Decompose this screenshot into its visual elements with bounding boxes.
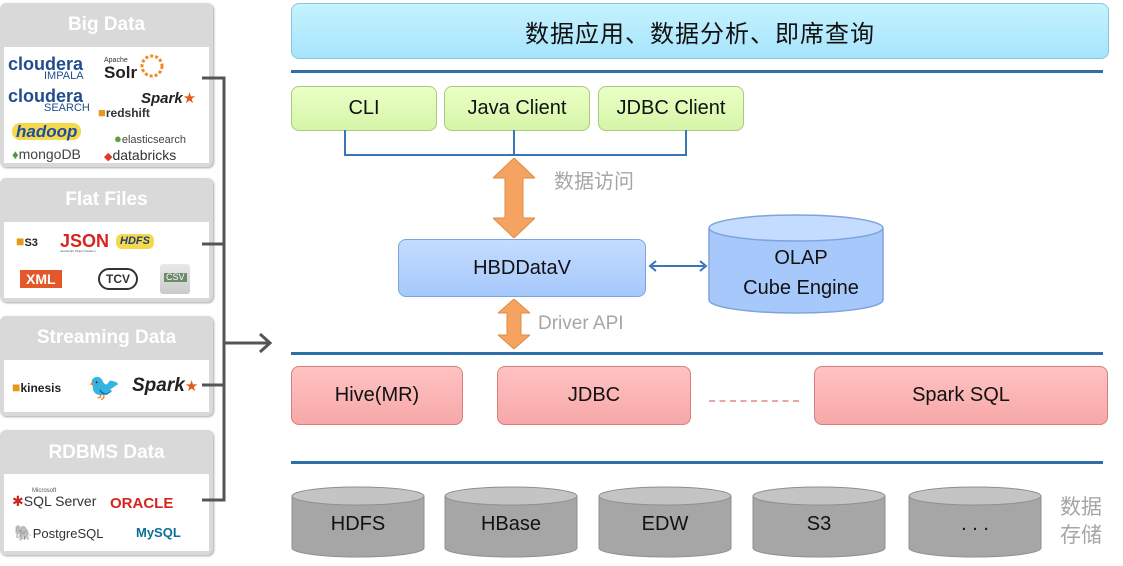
- rdbms-data-panel: RDBMS Data Microsoft ✱SQL Server ORACLE …: [0, 430, 213, 555]
- storage-label-line2: 存储: [1060, 524, 1102, 547]
- storage-label-text: HBase: [480, 513, 542, 535]
- json-logo: JSON JavaScript Object Notation: [60, 231, 110, 253]
- big-data-panel: Big Data cloudera IMPALA Apache Solr clo…: [0, 3, 213, 167]
- java-client-box: Java Client: [444, 86, 590, 131]
- flat-files-title: Flat Files: [65, 189, 148, 210]
- oracle-logo: ORACLE: [110, 495, 174, 512]
- big-data-logos: cloudera IMPALA Apache Solr cloudera SEA…: [4, 47, 209, 163]
- hadoop-logo: hadoop: [12, 123, 82, 140]
- storage-label-text: S3: [806, 513, 832, 535]
- driver-api-arrow-icon: [498, 299, 530, 349]
- big-data-title: Big Data: [67, 14, 146, 35]
- divider-middle: [291, 352, 1103, 355]
- spark-streaming-logo: Spark★: [132, 375, 199, 396]
- streaming-data-panel: Streaming Data ■kinesis 🐦 Spark★: [0, 316, 213, 416]
- storage-label-text: . . .: [961, 513, 989, 535]
- s3-cylinder: S3: [752, 486, 886, 558]
- csv-file-icon: CSV: [160, 264, 190, 294]
- hbase-cylinder: HBase: [444, 486, 578, 558]
- source-connector-lines: [202, 76, 273, 502]
- rdbms-data-logos: Microsoft ✱SQL Server ORACLE 🐘PostgreSQL…: [4, 474, 209, 551]
- redshift-logo: ■redshift: [98, 105, 150, 120]
- kinesis-logo: ■kinesis: [12, 379, 62, 395]
- more-storage-cylinder: . . .: [908, 486, 1042, 558]
- elasticsearch-logo: ●elasticsearch: [114, 131, 187, 146]
- rdbms-data-title: RDBMS Data: [48, 442, 165, 463]
- postgresql-logo: 🐘PostgreSQL: [14, 525, 104, 542]
- s3-logo: ■S3: [16, 233, 38, 249]
- engines-ellipsis-line: [709, 400, 799, 402]
- driver-api-label: Driver API: [538, 313, 624, 334]
- storage-label-text: HDFS: [330, 513, 386, 535]
- storage-label-line1: 数据: [1060, 496, 1102, 519]
- hdfs-cylinder: HDFS: [291, 486, 425, 558]
- storage-label-text: EDW: [641, 513, 689, 535]
- spark-logo: Spark★: [141, 90, 197, 107]
- edw-cylinder: EDW: [598, 486, 732, 558]
- sql-server-logo: Microsoft ✱SQL Server: [12, 488, 97, 509]
- mongodb-logo: ♦mongoDB: [12, 146, 81, 162]
- streaming-data-logos: ■kinesis 🐦 Spark★: [4, 360, 209, 412]
- mysql-logo: MySQL: [136, 525, 181, 540]
- cloudera-search-logo: cloudera SEARCH: [8, 86, 90, 114]
- hdfs-logo: HDFS: [116, 234, 154, 249]
- olap-label-line2: Cube Engine: [743, 277, 859, 299]
- hbddatav-box: HBDDataV: [398, 239, 646, 297]
- xml-logo: XML: [20, 270, 62, 288]
- cloudera-impala-logo: cloudera IMPALA: [8, 54, 84, 82]
- olap-label-line1: OLAP: [774, 247, 828, 269]
- client-connector: [344, 130, 687, 156]
- top-application-box: 数据应用、数据分析、即席查询: [291, 3, 1109, 59]
- divider-top: [291, 70, 1103, 73]
- twitter-bird-icon: 🐦: [88, 372, 121, 402]
- spark-sql-box: Spark SQL: [814, 366, 1108, 425]
- databricks-logo: ◆databricks: [104, 147, 177, 163]
- olap-cylinder: [708, 214, 884, 314]
- cli-box: CLI: [291, 86, 437, 131]
- solr-logo: Apache Solr: [104, 57, 138, 82]
- jdbc-engine-box: JDBC: [497, 366, 691, 425]
- flat-files-logos: ■S3 JSON JavaScript Object Notation HDFS…: [4, 222, 209, 298]
- hive-mr-box: Hive(MR): [291, 366, 463, 425]
- data-access-label: 数据访问: [554, 171, 634, 193]
- solr-sun-icon: [140, 54, 164, 78]
- olap-label: OLAP Cube Engine: [708, 243, 894, 303]
- flat-files-panel: Flat Files ■S3 JSON JavaScript Object No…: [0, 178, 213, 302]
- storage-label: 数据 存储: [1060, 494, 1102, 550]
- tcv-logo: TCV: [98, 268, 138, 290]
- data-access-arrow-icon: [493, 158, 535, 238]
- hbddatav-olap-connector: [648, 260, 708, 272]
- jdbc-client-box: JDBC Client: [598, 86, 744, 131]
- divider-bottom: [291, 461, 1103, 464]
- streaming-data-title: Streaming Data: [36, 327, 177, 348]
